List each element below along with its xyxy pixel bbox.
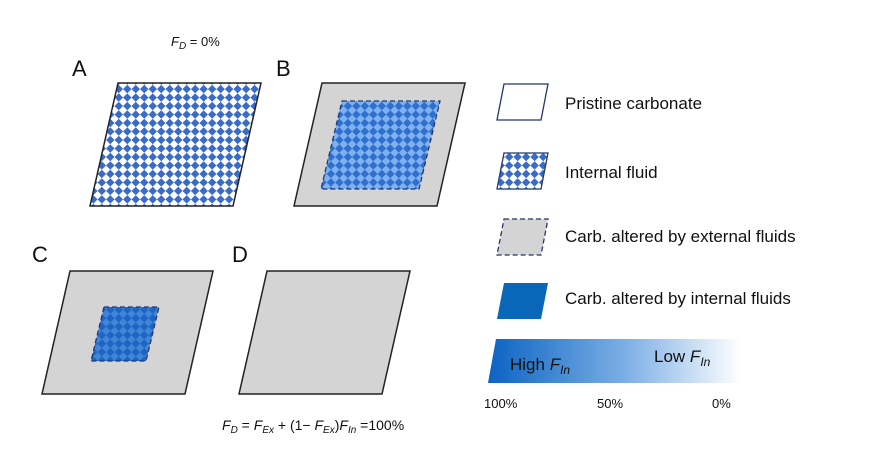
panel-d: D	[232, 242, 411, 395]
fin-gradient-bar: High FIn Low FIn 100% 50% 0%	[484, 339, 741, 411]
low-fin-label: Low FIn	[654, 347, 711, 369]
internal-fluid-inner	[320, 100, 441, 190]
legend-label-internal-fluid: Internal fluid	[565, 163, 658, 182]
fd-zero-label: FD = 0%	[171, 34, 220, 52]
pristine-swatch	[496, 83, 549, 121]
internal-altered-swatch	[497, 283, 548, 319]
internal-fluid-core	[90, 306, 160, 362]
legend-label-internal-altered: Carb. altered by internal fluids	[565, 289, 791, 308]
legend: Pristine carbonate Internal fluid Carb. …	[496, 83, 796, 319]
panel-d-letter: D	[232, 242, 248, 267]
legend-label-external-altered: Carb. altered by external fluids	[565, 227, 796, 246]
panel-b-letter: B	[276, 56, 291, 81]
internal-fluid-parallelogram	[89, 82, 262, 207]
gradient-fill	[488, 339, 741, 383]
tick-0: 0%	[712, 396, 731, 411]
panel-a: A FD = 0%	[72, 34, 262, 207]
fd-formula: FD = FEx + (1− FEx)FIn =100%	[222, 417, 404, 436]
panel-c-letter: C	[32, 242, 48, 267]
tick-50: 50%	[597, 396, 623, 411]
fully-altered-parallelogram	[238, 270, 411, 395]
panel-b: B	[276, 56, 466, 207]
legend-label-pristine: Pristine carbonate	[565, 94, 702, 113]
internal-fluid-swatch	[496, 152, 549, 190]
panel-c: C	[32, 242, 214, 395]
tick-100: 100%	[484, 396, 518, 411]
external-altered-swatch	[496, 218, 549, 256]
panel-a-letter: A	[72, 56, 87, 81]
high-fin-label: High FIn	[510, 355, 570, 377]
